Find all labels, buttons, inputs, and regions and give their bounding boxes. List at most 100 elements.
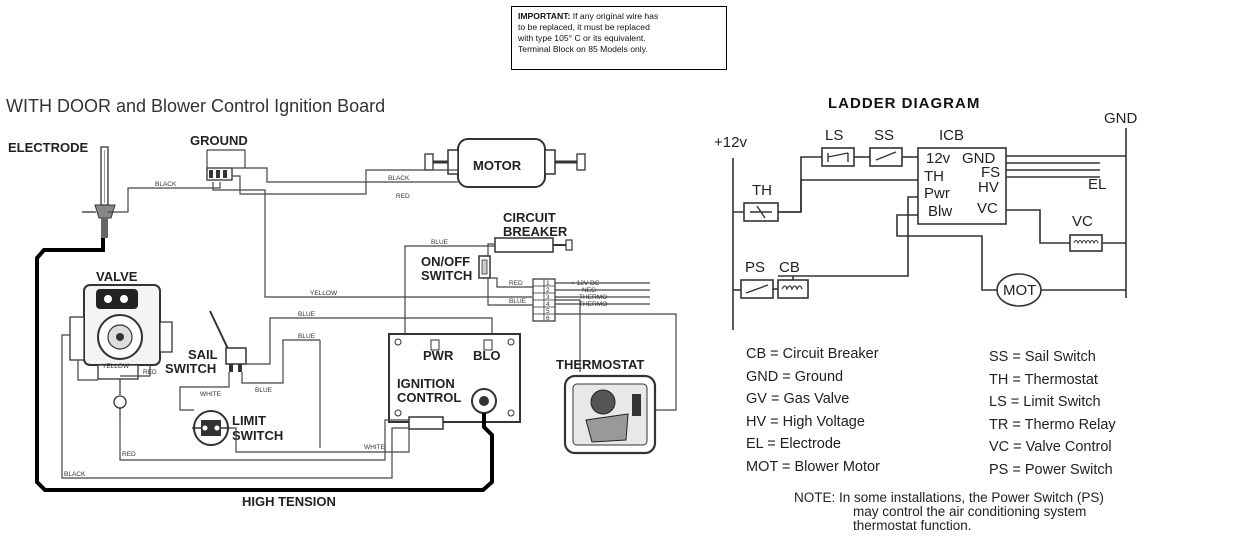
ladder-diagram: +12v GND LS SS ICB 12v GND TH FS Pwr HV … [714, 110, 1138, 330]
wire-label-blue-1: BLUE [431, 239, 449, 246]
notice-line-3: with type 105° C or its equivalent. [518, 33, 646, 43]
terminal-number-4: 4 [546, 301, 550, 308]
note-line-2: may control the air conditioning system [853, 504, 1087, 519]
icb-fs: FS [981, 164, 1000, 181]
circuit-breaker-label-2: BREAKER [503, 224, 568, 239]
red-switch-terminal-wire [484, 277, 533, 288]
electrode-label: ELECTRODE [8, 140, 89, 155]
ignition-control-board [388, 333, 521, 430]
wire-label-blue-4: BLUE [298, 333, 316, 340]
wire-label-yellow-1: YELLOW [310, 290, 338, 297]
icb-th: TH [924, 168, 944, 185]
wire-label-red-4: RED [122, 451, 136, 458]
wire-label-black-2: BLACK [388, 175, 410, 182]
red-thermocouple-wire [119, 418, 409, 461]
ps-contact [745, 284, 769, 294]
thermostat-label: THERMOSTAT [556, 357, 644, 372]
high-tension-cable [35, 238, 494, 492]
notice-line-2: to be replaced, it must be replaced [518, 22, 650, 32]
circuit-breaker [494, 237, 573, 253]
terminal-label-thermo-1: THERMO [579, 294, 607, 301]
terminal-label-12v: + 12V DC [571, 280, 600, 287]
high-tension-label: HIGH TENSION [242, 494, 336, 509]
vc-wire [1006, 209, 1070, 244]
ladder-plus12-label: +12v [714, 134, 747, 151]
limit-switch [192, 410, 230, 446]
electrode-lines [1006, 162, 1100, 178]
terminal-number-5: 5 [546, 308, 550, 315]
legend-item: LS = Limit Switch [989, 394, 1101, 411]
wire-label-white-2: WHITE [364, 444, 386, 451]
black-motor-wire [231, 167, 458, 183]
blue-blower-wire [242, 317, 493, 365]
ps-label: PS [745, 259, 765, 276]
wire-label-red-3: RED [143, 369, 157, 376]
blue-terminal-wire [487, 278, 533, 306]
ls-contact [827, 152, 849, 162]
ground-bracket [206, 149, 246, 168]
blue-pwr-wire [404, 245, 495, 334]
wire-label-red-1: RED [396, 193, 410, 200]
motor [424, 138, 586, 188]
th-wire-2 [800, 179, 918, 212]
terminal-label-thermo-2: THERMO [579, 301, 607, 308]
wire-label-white-1: WHITE [200, 391, 222, 398]
limit-switch-label-1: LIMIT [232, 413, 266, 428]
ground-label: GROUND [190, 133, 248, 148]
electrode [82, 146, 116, 238]
terminal-number-3: 3 [546, 294, 550, 301]
icb-hv: HV [978, 179, 999, 196]
ignition-control-label-2: CONTROL [397, 390, 461, 405]
legend-item: HV = High Voltage [746, 413, 865, 430]
legend-item: TR = Thermo Relay [989, 416, 1116, 433]
icb-pwr: Pwr [924, 185, 950, 202]
terminal-output-wires [555, 282, 650, 305]
terminal-number-2: 2 [546, 287, 550, 294]
red-valve-wire [120, 365, 151, 377]
important-notice: IMPORTANT: If any original wire has to b… [511, 6, 727, 70]
icb-gnd: GND [962, 150, 996, 167]
ss-label: SS [874, 127, 894, 144]
legend-item: PS = Power Switch [989, 461, 1113, 478]
terminal-number-6: 6 [546, 315, 550, 322]
on-off-switch [478, 255, 491, 279]
ss-symbol [869, 147, 903, 167]
ss-contact [875, 151, 897, 161]
blue-breaker-switch-wire [487, 243, 495, 256]
mot-label: MOT [1003, 282, 1036, 299]
valve-label: VALVE [96, 269, 138, 284]
sail-switch-label-1: SAIL [188, 347, 218, 362]
white-sail-limit-wire [179, 372, 230, 411]
legend-left: CB = Circuit Breaker GND = Ground GV = G… [746, 343, 880, 479]
wiring-diagram: ELECTRODE GROUND MOTOR CIRCUIT BREAKER [8, 133, 677, 509]
icb-label: ICB [939, 127, 964, 144]
icb-12v: 12v [926, 150, 951, 167]
yellow-valve-wire [77, 360, 98, 381]
th-label: TH [752, 182, 772, 199]
wire-label-blue-5: BLUE [255, 387, 273, 394]
wire-label-blue-3: BLUE [298, 311, 316, 318]
wire-label-yellow-2: YELLOW [102, 363, 130, 370]
yellow-wire [212, 182, 532, 298]
legend-item: EL = Electrode [746, 436, 841, 453]
gas-valve [69, 284, 173, 380]
motor-label: MOTOR [473, 158, 522, 173]
ladder-gnd-label: GND [1104, 110, 1138, 127]
red-motor-wire [232, 169, 458, 195]
limit-switch-label-2: SWITCH [232, 428, 283, 443]
sail-switch-label-2: SWITCH [165, 361, 216, 376]
legend-item: MOT = Blower Motor [746, 458, 880, 475]
ignition-control-label-1: IGNITION [397, 376, 455, 391]
on-off-switch-label-2: SWITCH [421, 268, 472, 283]
ls-label: LS [825, 127, 843, 144]
wire-label-black-1: BLACK [155, 181, 177, 188]
ls-symbol [821, 147, 855, 167]
legend-item: GV = Gas Valve [746, 391, 850, 408]
thermo-wire-1 [555, 299, 581, 372]
wire-label-red-2: RED [509, 280, 523, 287]
cb-element [781, 285, 803, 291]
legend-item: SS = Sail Switch [989, 349, 1096, 365]
legend-item: VC = Valve Control [989, 439, 1112, 456]
sail-switch [209, 310, 247, 372]
pwr-label: PWR [423, 348, 454, 363]
